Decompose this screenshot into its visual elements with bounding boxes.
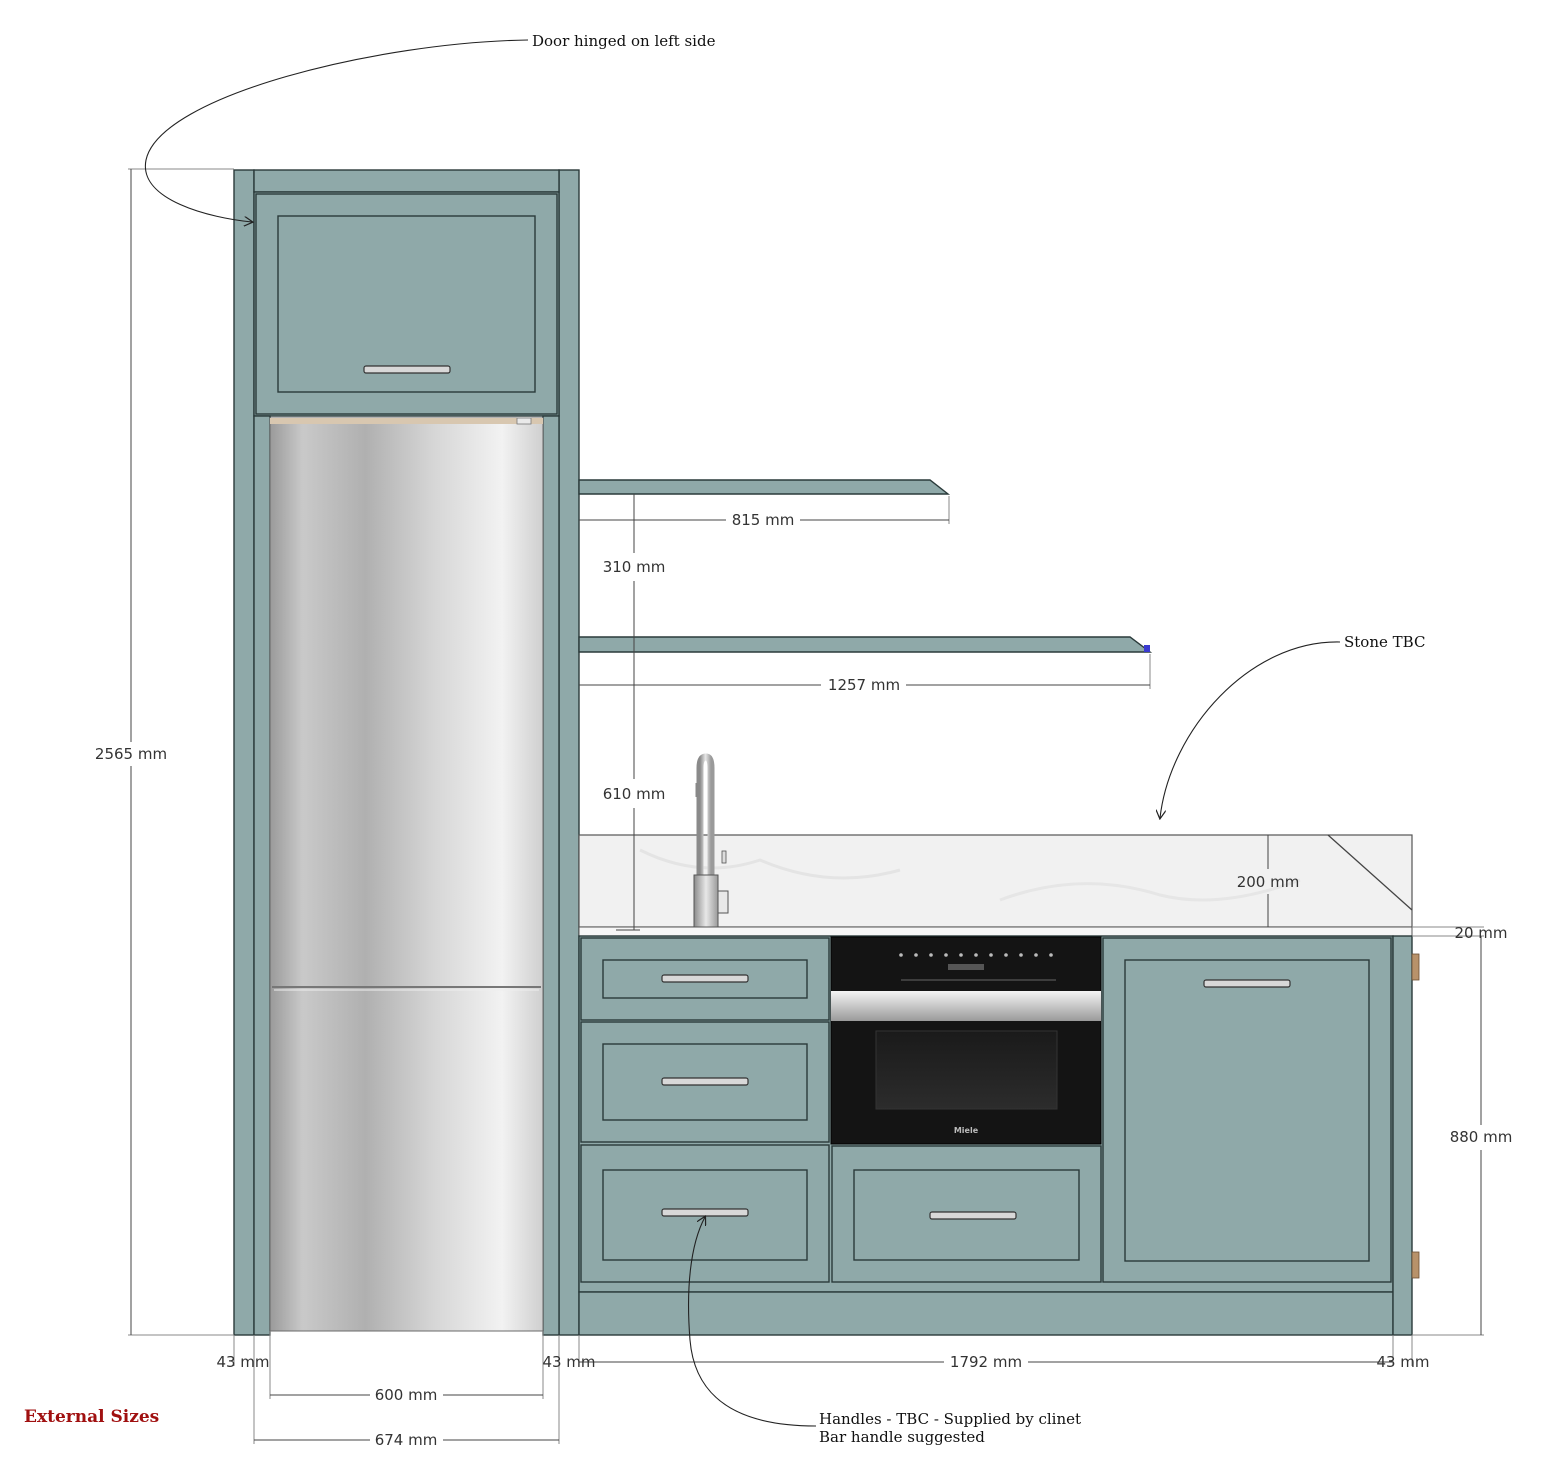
drawer-3-handle [661, 1208, 749, 1217]
dim-base-run-width: 1792 mm [950, 1353, 1022, 1371]
annotations: Door hinged on left side Stone TBC Handl… [24, 32, 1425, 1446]
tall-unit-top-rail [253, 169, 560, 193]
note-handles-line2: Bar handle suggested [819, 1428, 985, 1446]
leader-door-hinge [144, 39, 529, 222]
base-right-end-panel [1392, 935, 1413, 1336]
base-door-right-inset [1124, 959, 1370, 1262]
dim-upper-shelf-width: 815 mm [732, 511, 795, 529]
tap-lever [717, 890, 729, 914]
upper-shelf [578, 479, 951, 495]
tall-unit-right-panel [558, 169, 580, 1336]
dim-lower-shelf-width: 1257 mm [828, 676, 900, 694]
built-in-oven: Miele [830, 936, 1102, 1145]
note-door-hinge: Door hinged on left side [532, 32, 716, 50]
note-handles-line1: Handles - TBC - Supplied by clinet [819, 1410, 1081, 1428]
lower-shelf [578, 636, 1153, 653]
drawing-title: External Sizes [24, 1407, 159, 1427]
wall-bracket-top [1411, 953, 1420, 981]
dim-mid-panel: 43 mm [542, 1353, 595, 1371]
fridge-housing-left [253, 415, 271, 1336]
drawer-1-handle [661, 974, 749, 983]
leader-stone [1160, 641, 1341, 818]
dimension-lines [128, 168, 1484, 1444]
oven-control-dots [899, 953, 1053, 957]
lower-shelf-board [578, 636, 1153, 653]
leader-handles [687, 1217, 817, 1427]
drawer-2-handle [661, 1077, 749, 1086]
tap-body [693, 874, 719, 928]
dim-worktop-thickness: 20 mm [1454, 924, 1507, 942]
tap-filter-indicator [721, 850, 727, 864]
note-stone: Stone TBC [1344, 633, 1425, 651]
fridge-housing-right [542, 415, 560, 1336]
upper-shelf-board [578, 479, 951, 495]
wall-cabinet-handle [363, 365, 451, 374]
oven-handle-bar [831, 991, 1101, 1021]
stone-worktop-edge [578, 926, 1413, 937]
dim-right-panel: 43 mm [1376, 1353, 1429, 1371]
dim-base-height: 880 mm [1450, 1128, 1513, 1146]
dim-overall-height: 2565 mm [95, 745, 167, 763]
tall-unit-left-panel [233, 169, 255, 1336]
plinth [578, 1291, 1394, 1336]
dim-shelf-to-worktop: 610 mm [603, 785, 666, 803]
tap-spout [696, 753, 715, 880]
base-door-right-handle [1203, 979, 1291, 988]
fridge-top-trim [270, 418, 543, 424]
wall-cabinet-door-inset [277, 215, 536, 393]
wall-bracket-bottom [1411, 1251, 1420, 1279]
oven-display [948, 964, 984, 970]
dimension-labels: 2565 mm 815 mm 310 mm 1257 mm 610 mm 200… [95, 511, 1512, 1449]
stone-veining-2 [999, 878, 1301, 902]
fridge-freezer [269, 417, 544, 1332]
oven-window [875, 1030, 1058, 1110]
oven-brand-logo: Miele [954, 1126, 979, 1135]
dim-shelf-spacing: 310 mm [603, 558, 666, 576]
base-units: Miele [578, 935, 1420, 1336]
dim-left-panel: 43 mm [216, 1353, 269, 1371]
dim-tall-unit-width: 674 mm [375, 1431, 438, 1449]
oven-drawer-handle [929, 1211, 1017, 1220]
fridge-hinge [516, 417, 532, 425]
dim-upstand-height: 200 mm [1237, 873, 1300, 891]
kitchen-tap [693, 753, 729, 928]
upstand-mitre-line [1327, 834, 1413, 911]
lower-shelf-end-cap [1144, 645, 1150, 652]
dim-fridge-width: 600 mm [375, 1386, 438, 1404]
tall-unit [233, 169, 580, 1336]
stone-veining [639, 848, 901, 880]
